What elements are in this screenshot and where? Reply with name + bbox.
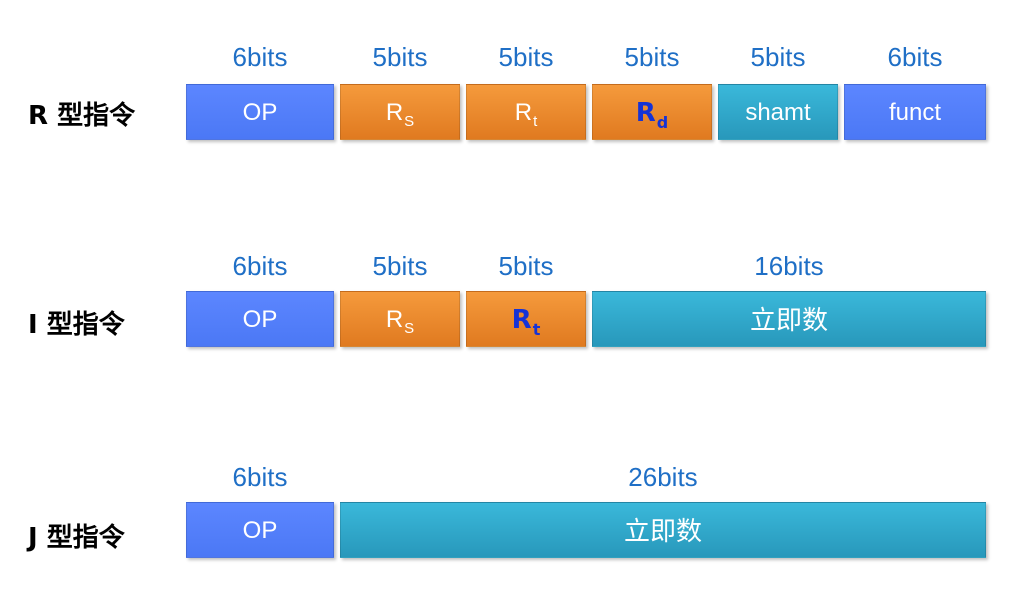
r-funct-field: funct: [844, 84, 986, 140]
i-rs-field: RS: [340, 291, 460, 347]
r-type-row: R 型指令 6bits 5bits 5bits 5bits 5bits 6bit…: [0, 40, 1032, 150]
r-rd-text: R: [635, 98, 656, 128]
j-op-field: OP: [186, 502, 334, 558]
i-op-bits: 6bits: [232, 251, 288, 281]
i-rs-text: R: [385, 306, 404, 333]
r-rt-subscript: t: [533, 113, 538, 130]
i-imm-bits: 16bits: [754, 251, 824, 281]
j-target-field: 立即数: [340, 502, 986, 558]
r-funct-text: funct: [888, 99, 942, 126]
i-rt-bits: 5bits: [498, 251, 554, 281]
j-op-text: OP: [242, 517, 278, 544]
i-type-label: I 型指令: [28, 310, 125, 340]
i-type-row: I 型指令 6bits 5bits 5bits 16bits OP RS Rt …: [0, 249, 1032, 359]
r-rd-subscript: d: [656, 113, 669, 132]
j-op-bits: 6bits: [232, 462, 288, 492]
i-rt-field: Rt: [466, 291, 586, 347]
r-rt-text: R: [514, 99, 533, 126]
i-rs-subscript: S: [404, 320, 415, 337]
r-rs-subscript: S: [404, 113, 415, 130]
r-rs-field: RS: [340, 84, 460, 140]
i-rt-subscript: t: [532, 320, 541, 339]
r-op-bits: 6bits: [232, 42, 288, 72]
i-rt-text: R: [511, 305, 532, 335]
i-rt-highlight: Rt: [511, 305, 541, 339]
j-type-row: J 型指令 6bits 26bits OP 立即数: [0, 460, 1032, 570]
r-rs-bits: 5bits: [372, 42, 428, 72]
r-shamt-bits: 5bits: [750, 42, 806, 72]
i-op-field: OP: [186, 291, 334, 347]
r-rs-text: R: [385, 99, 404, 126]
r-funct-bits: 6bits: [887, 42, 943, 72]
r-rt-field: Rt: [466, 84, 586, 140]
r-rd-field: Rd: [592, 84, 712, 140]
r-rd-highlight: Rd: [635, 98, 668, 132]
j-target-text: 立即数: [623, 516, 702, 546]
i-imm-field: 立即数: [592, 291, 986, 347]
r-shamt-field: shamt: [718, 84, 838, 140]
i-rs-bits: 5bits: [372, 251, 428, 281]
j-target-bits: 26bits: [628, 462, 698, 492]
r-op-field: OP: [186, 84, 334, 140]
i-op-text: OP: [242, 306, 278, 333]
r-rd-bits: 5bits: [624, 42, 680, 72]
j-type-label: J 型指令: [28, 523, 125, 553]
r-shamt-text: shamt: [745, 99, 811, 126]
r-type-label: R 型指令: [28, 101, 136, 131]
r-op-text: OP: [242, 99, 278, 126]
r-rt-bits: 5bits: [498, 42, 554, 72]
i-imm-text: 立即数: [749, 305, 828, 335]
